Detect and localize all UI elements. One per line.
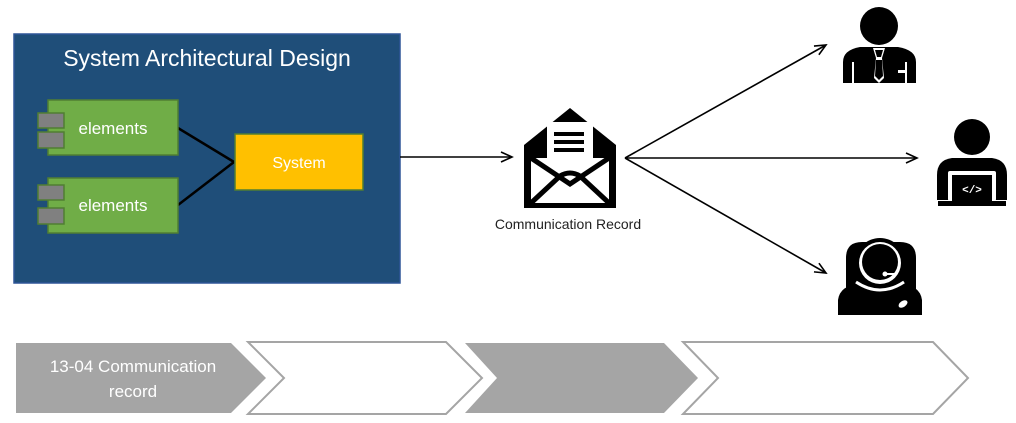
port-icon — [37, 112, 65, 129]
architecture-title: System Architectural Design — [63, 45, 351, 71]
element-box — [47, 177, 179, 234]
businessman-icon[interactable] — [843, 7, 916, 83]
connector-line — [177, 161, 235, 206]
element-box — [47, 99, 179, 156]
step-chevron-outline — [680, 341, 970, 415]
step-label-line2: record — [109, 382, 157, 401]
element-component[interactable]: elements — [37, 177, 179, 234]
port-icon — [37, 131, 65, 149]
process-step[interactable]: 13-04 Communication record — [16, 343, 266, 413]
process-step[interactable] — [465, 343, 698, 413]
architecture-panel: System Architectural Design elements ele… — [13, 33, 401, 284]
communication-record-label: Communication Record — [495, 216, 641, 232]
distribution-arrow — [624, 157, 828, 274]
connector-line — [177, 126, 235, 164]
system-box — [234, 133, 364, 191]
process-step[interactable] — [245, 341, 484, 415]
step-chevron-outline — [245, 341, 484, 415]
distribution-arrow — [624, 44, 828, 159]
element-component[interactable]: elements — [37, 99, 179, 156]
step-chevron-filled — [16, 343, 266, 413]
element-label: elements — [79, 196, 148, 215]
port-icon — [37, 207, 65, 225]
svg-text:</>: </> — [962, 185, 982, 197]
open-envelope-document-icon — [524, 108, 616, 208]
step-label-line1: 13-04 Communication — [50, 357, 216, 376]
developer-laptop-icon[interactable]: </> — [937, 119, 1007, 206]
step-chevron-filled — [465, 343, 698, 413]
port-icon — [37, 184, 65, 201]
support-agent-headset-icon[interactable] — [838, 238, 922, 315]
process-step[interactable] — [680, 341, 970, 415]
process-steps: 13-04 Communication record — [16, 341, 970, 415]
element-label: elements — [79, 119, 148, 138]
system-component[interactable]: System — [234, 133, 364, 191]
system-label: System — [272, 155, 325, 172]
